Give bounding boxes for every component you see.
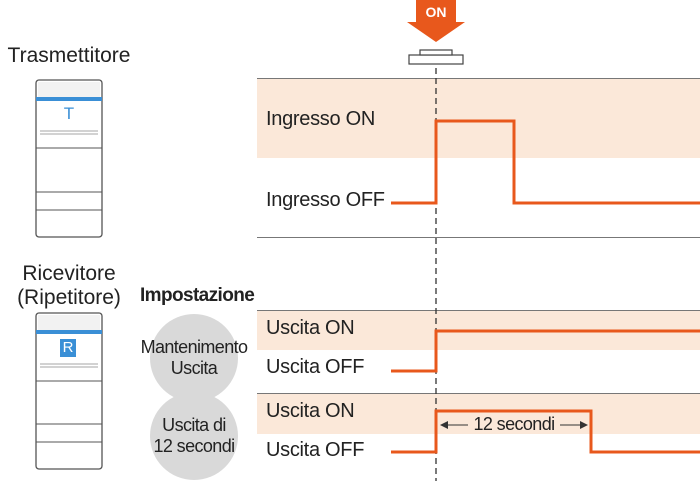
trigger-label: ON <box>425 4 447 20</box>
transmitter-device-icon <box>35 79 103 238</box>
duration-arrow <box>440 421 588 429</box>
transmitter-title: Trasmettitore <box>7 44 131 67</box>
timer-off-label: Uscita OFF <box>266 439 365 461</box>
divider-line <box>257 237 700 238</box>
transmitter-letter: T <box>63 104 75 123</box>
input-on-label: Ingresso ON <box>266 108 375 130</box>
settings-header: Impostazione <box>140 285 255 306</box>
timer-mode-line1: Uscita di <box>162 415 226 435</box>
receiver-title-line1: Ricevitore <box>22 262 116 285</box>
hold-output-trace <box>391 329 700 373</box>
divider-line <box>257 78 700 79</box>
timer-output-trace <box>391 409 700 454</box>
hold-mode-badge: Mantenimento Uscita <box>141 314 248 402</box>
input-signal-trace <box>391 119 700 205</box>
hold-off-label: Uscita OFF <box>266 356 365 378</box>
hold-mode-line2: Uscita <box>170 358 218 378</box>
timer-on-band <box>257 394 700 434</box>
receiver-letter: R <box>62 339 74 356</box>
input-on-band <box>257 78 700 158</box>
timer-on-label: Uscita ON <box>266 400 355 422</box>
trigger-arrow-icon <box>407 0 465 42</box>
receiver-device-icon <box>35 312 103 470</box>
push-button-icon <box>408 49 464 65</box>
input-off-label: Ingresso OFF <box>266 189 385 211</box>
divider-line <box>257 310 700 311</box>
hold-on-label: Uscita ON <box>266 317 355 339</box>
hold-mode-line1: Mantenimento <box>140 337 248 357</box>
receiver-title-line2: (Ripetitore) <box>17 286 121 309</box>
timer-mode-badge: Uscita di 12 secondi <box>150 392 238 480</box>
timer-mode-line2: 12 secondi <box>153 436 235 456</box>
divider-line <box>257 393 700 394</box>
duration-label: 12 secondi <box>473 414 555 434</box>
